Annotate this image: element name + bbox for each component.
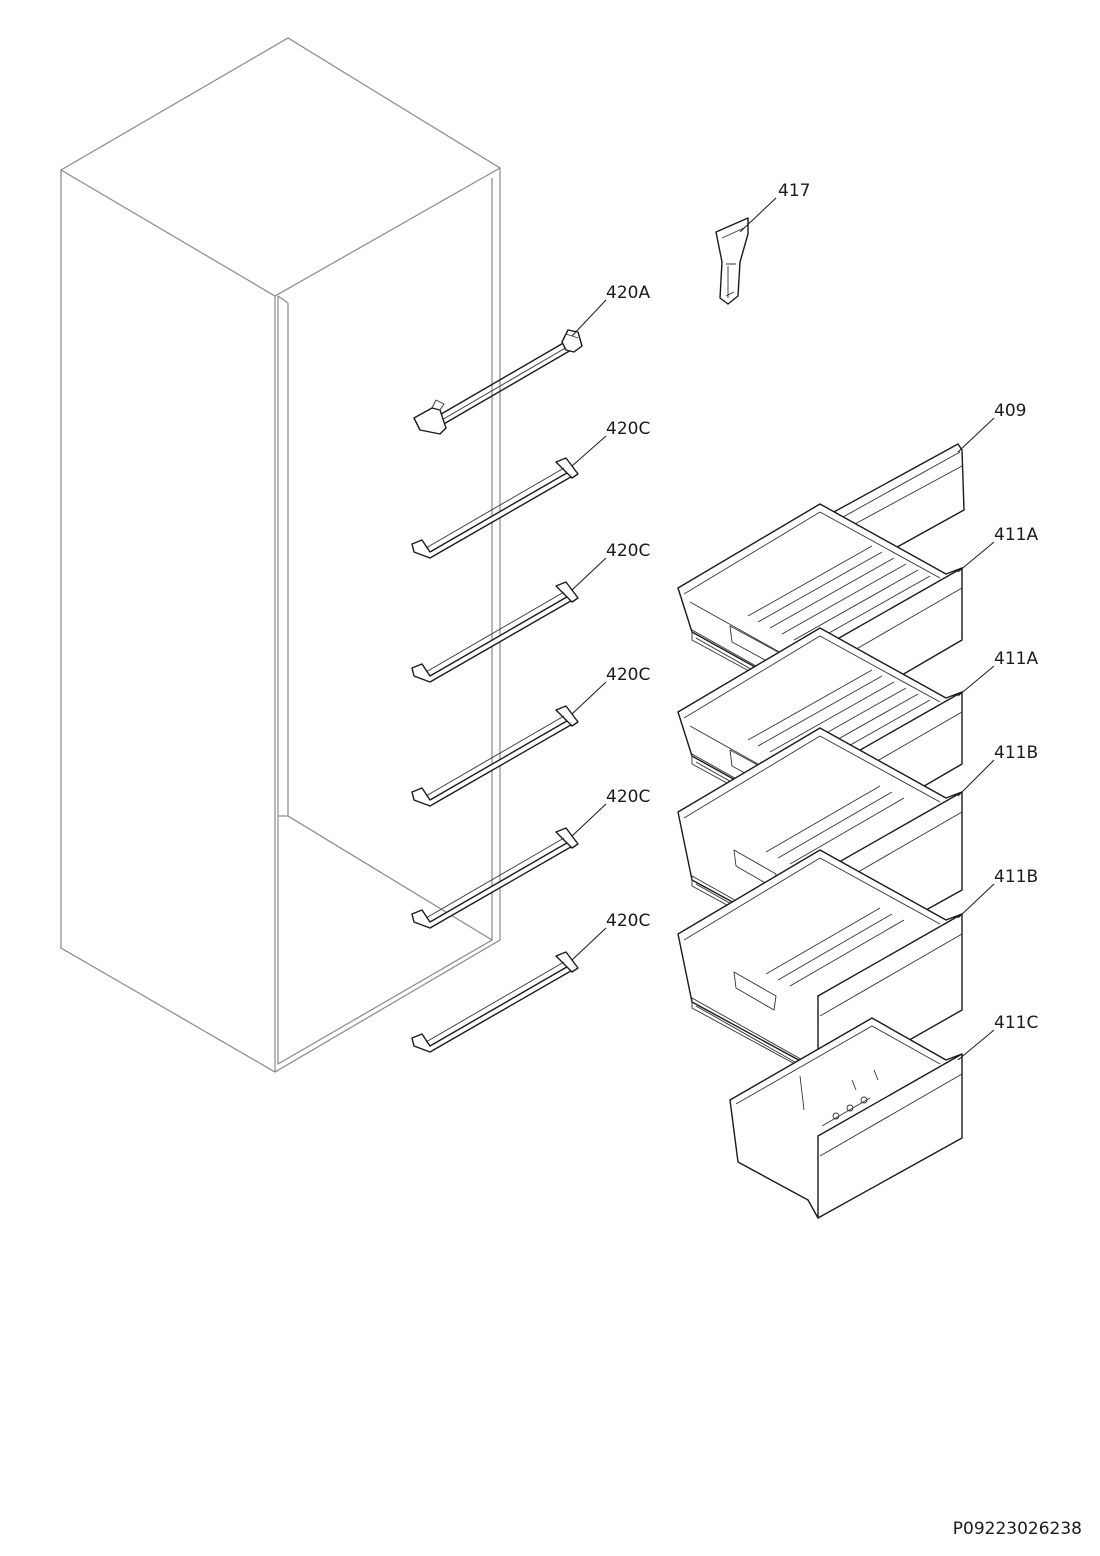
label-411A-2: 411A [994,649,1038,669]
part-420C-rail-1[interactable] [411,457,579,559]
part-420C-rail-5[interactable] [411,951,579,1053]
part-420A-rail[interactable] [413,329,583,435]
label-420C-3: 420C [606,665,650,685]
label-420C-1: 420C [606,419,650,439]
label-411B-1: 411B [994,743,1038,763]
part-labels: 417 420A 420C 420C 420C 420C 420C 409 41… [606,181,1038,1033]
document-reference: P09223026238 [953,1519,1082,1539]
label-411C: 411C [994,1013,1038,1033]
label-411A-1: 411A [994,525,1038,545]
label-420C-2: 420C [606,541,650,561]
part-420C-rail-2[interactable] [411,581,579,683]
label-420A: 420A [606,283,650,303]
label-420C-5: 420C [606,911,650,931]
label-417: 417 [778,181,810,201]
part-420C-rail-3[interactable] [411,705,579,807]
label-420C-4: 420C [606,787,650,807]
part-417-clip[interactable] [715,217,749,305]
part-411C-drawer[interactable] [729,1017,963,1219]
leader-lines [571,197,995,1061]
cabinet-outline [60,37,501,1073]
label-409: 409 [994,401,1026,421]
label-411B-2: 411B [994,867,1038,887]
part-420C-rail-4[interactable] [411,827,579,929]
